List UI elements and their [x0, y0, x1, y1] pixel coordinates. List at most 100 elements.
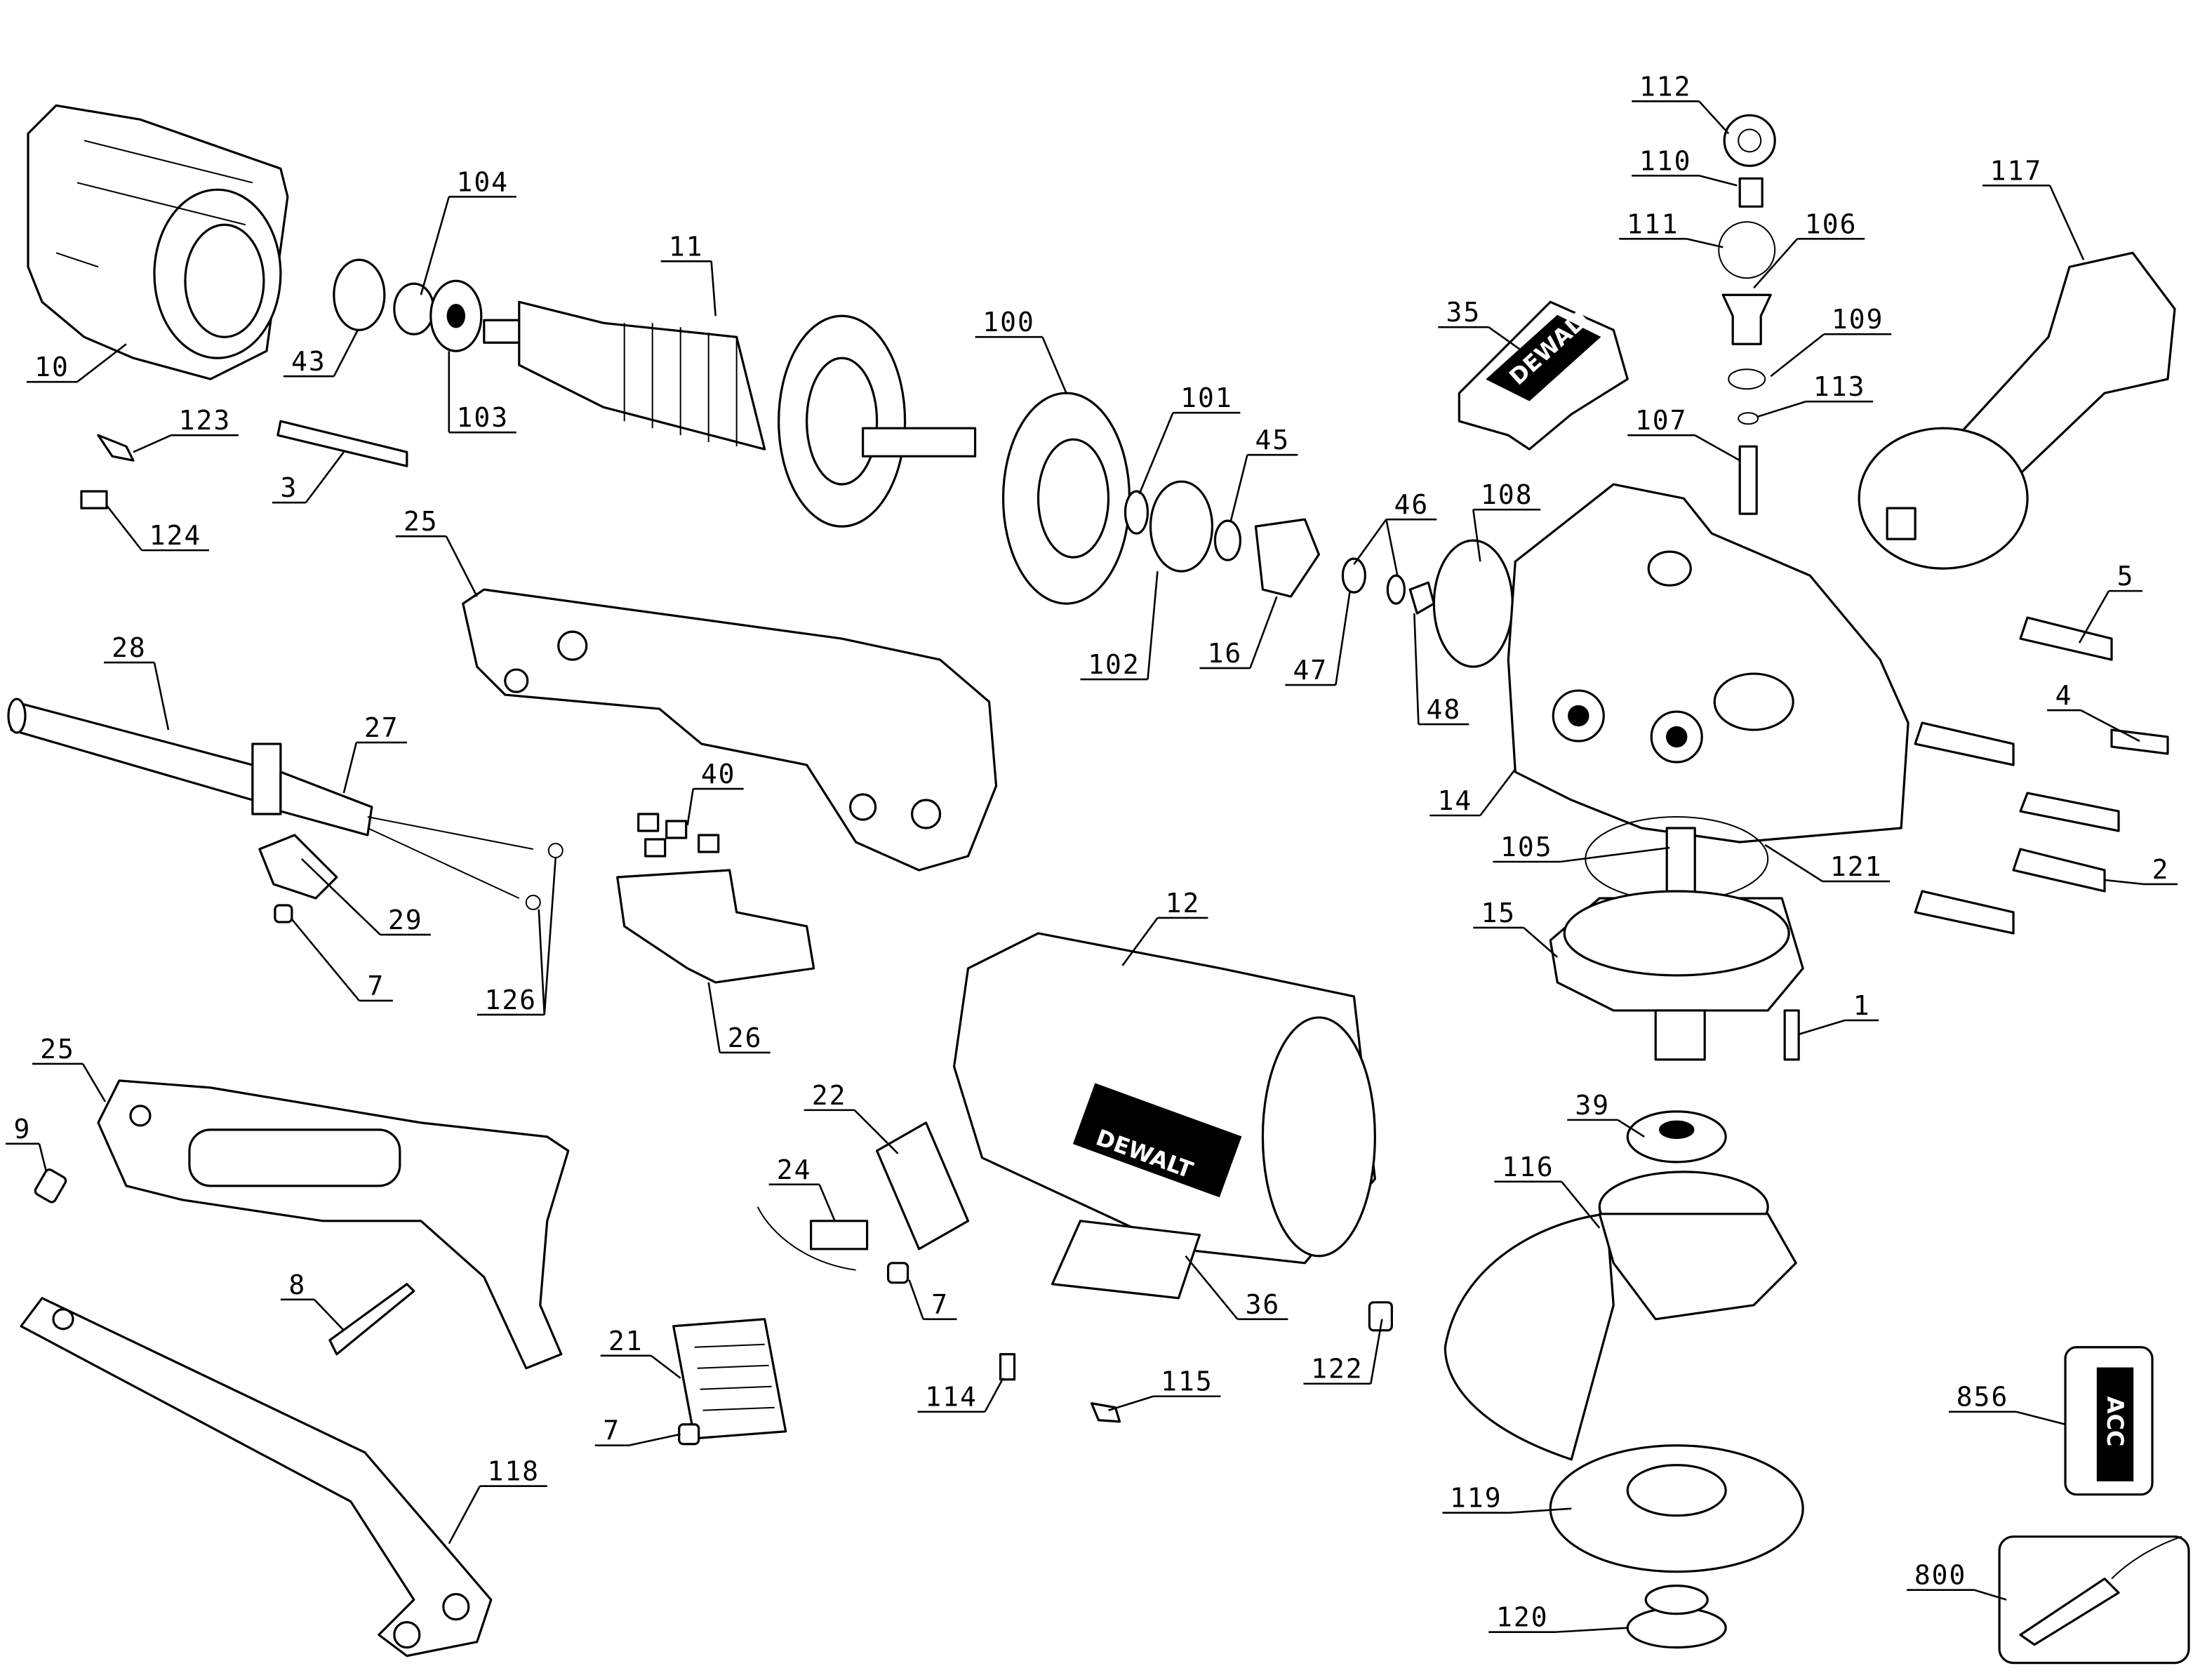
part-label-24: 24 — [768, 1154, 836, 1222]
leader-line — [1041, 336, 1067, 394]
leader-line — [1694, 434, 1740, 462]
part-number: 5 — [2117, 561, 2135, 592]
leader-line — [1770, 333, 1825, 378]
leader-line — [333, 329, 359, 377]
part-label-39: 39 — [1567, 1090, 1645, 1138]
part-number: 26 — [728, 1022, 763, 1053]
leader-line — [1121, 917, 1159, 966]
leader-line — [2048, 185, 2085, 260]
bearing-bore — [446, 304, 465, 328]
part-number: 28 — [112, 632, 147, 663]
screws-gear-case — [1914, 616, 2169, 935]
part-label-111: 111 — [1619, 208, 1724, 248]
part-number: 104 — [456, 166, 509, 197]
part-number: 25 — [404, 506, 439, 537]
part-number: 108 — [1481, 479, 1533, 510]
part-label-47: 47 — [1285, 592, 1351, 686]
part-112-button — [1723, 114, 1776, 167]
part-124-connector — [80, 490, 108, 509]
part-1-screw — [1783, 1009, 1800, 1061]
part-label-103: 103 — [448, 351, 516, 434]
part-856-decal: ACC — [2064, 1346, 2154, 1496]
leader-line — [853, 1109, 899, 1154]
leader-line — [2078, 590, 2110, 644]
part-number: 105 — [1500, 832, 1553, 862]
leader-line — [1353, 519, 1387, 565]
part-label-100: 100 — [975, 307, 1067, 394]
part-105-spindle — [1665, 827, 1696, 900]
part-baffle — [1001, 392, 1131, 605]
part-114-connector — [999, 1353, 1016, 1381]
part-number: 118 — [487, 1456, 540, 1487]
part-number: 9 — [14, 1114, 32, 1145]
part-118-wrench — [20, 1297, 493, 1658]
part-number: 16 — [1208, 638, 1243, 669]
part-label-21: 21 — [600, 1326, 681, 1379]
part-number: 3 — [280, 472, 298, 503]
part-106-bushing — [1721, 293, 1772, 345]
part-number: 114 — [925, 1382, 978, 1413]
part-104-insulator — [393, 282, 435, 335]
leader-line — [1385, 519, 1399, 576]
part-label-108: 108 — [1472, 479, 1541, 562]
part-25-handle-housing-lower — [97, 1079, 570, 1370]
part-116-guard — [1444, 1171, 1797, 1461]
part-number: 126 — [484, 985, 537, 1015]
leader-line — [1560, 846, 1670, 863]
part-110-spring — [1738, 177, 1764, 208]
part-label-25: 25 — [32, 1034, 107, 1102]
leader-line — [628, 1433, 681, 1446]
leader-line — [818, 1184, 836, 1222]
part-109-oring — [1728, 368, 1766, 390]
leader-line — [38, 1143, 48, 1173]
leader-line — [1798, 1019, 1846, 1036]
part-label-25: 25 — [395, 506, 478, 597]
part-number: 120 — [1496, 1602, 1549, 1633]
part-number: 119 — [1450, 1483, 1502, 1514]
leader-line — [420, 196, 451, 295]
part-126-terminal — [525, 894, 541, 910]
part-number: 110 — [1639, 145, 1692, 176]
part-label-2: 2 — [2104, 854, 2178, 886]
part-label-26: 26 — [707, 982, 771, 1054]
part-label-110: 110 — [1632, 145, 1738, 187]
part-label-48: 48 — [1413, 613, 1469, 726]
part-armature — [483, 300, 977, 528]
leader-line — [1370, 1319, 1383, 1384]
leader-line — [1973, 1589, 2007, 1601]
leader-line — [313, 1298, 345, 1331]
part-7-screw — [886, 1262, 909, 1284]
leader-line — [707, 982, 721, 1053]
part-label-16: 16 — [1199, 596, 1278, 669]
leader-line — [81, 1063, 107, 1102]
part-label-27: 27 — [342, 712, 407, 794]
part-45-washer — [1213, 519, 1242, 561]
leader-line — [710, 261, 716, 316]
leader-line — [2015, 1411, 2066, 1425]
leader-line — [1249, 596, 1278, 669]
part-label-22: 22 — [804, 1080, 899, 1154]
leader-line — [538, 909, 546, 1015]
part-number: 101 — [1180, 382, 1233, 413]
part-29-clamp — [258, 834, 338, 900]
leader-line — [686, 788, 694, 826]
leader-line — [1686, 238, 1724, 248]
part-number: 36 — [1246, 1289, 1281, 1320]
part-number: 45 — [1255, 425, 1291, 455]
part-21-brush-cover — [672, 1318, 787, 1440]
part-number: 27 — [364, 712, 399, 743]
part-label-45: 45 — [1229, 425, 1298, 523]
part-115-terminal — [1090, 1402, 1121, 1423]
part-111-retaining-ring — [1718, 221, 1776, 279]
part-number: 21 — [608, 1326, 644, 1356]
part-number: 122 — [1311, 1354, 1364, 1385]
leader-line — [1335, 592, 1351, 686]
part-label-46: 46 — [1353, 489, 1437, 576]
part-label-124: 124 — [105, 505, 209, 552]
part-label-123: 123 — [133, 405, 239, 453]
leader-line — [1413, 613, 1420, 725]
leader-line — [1108, 1395, 1154, 1411]
part-label-7: 7 — [291, 919, 393, 1002]
leader-line — [1756, 400, 1806, 418]
part-number: 800 — [1914, 1560, 1967, 1591]
